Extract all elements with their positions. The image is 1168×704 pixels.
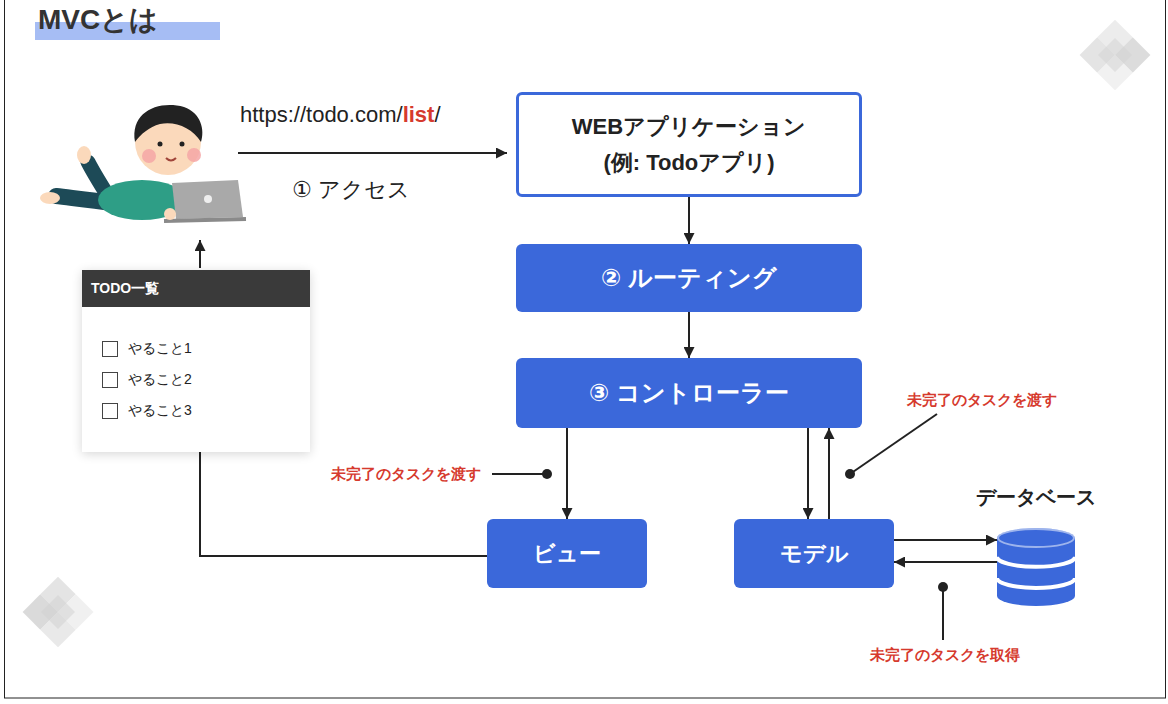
step-label: ① アクセス [292,175,410,205]
display-arrow [199,240,201,268]
database-label: データベース [976,484,1096,511]
leader-line [492,469,552,479]
flow-arrow [688,197,690,244]
leader-line [938,582,948,640]
box-text: WEBアプリケーション(例: Todoアプリ) [572,109,806,181]
url-text: https://todo.com/list/ [240,100,441,130]
slide-frame [5,0,1166,698]
process-box: ③ コントローラー [516,358,862,428]
box-label: ② ルーティング [601,263,777,293]
process-box: モデル [734,519,894,588]
checkbox [102,403,118,419]
todo-list-panel: TODO一覧やること1 やること2 やること3 [82,270,310,452]
box-label: (例: Todoアプリ) [572,145,806,181]
flow-arrow [807,428,809,519]
todo-item: やること2 [102,364,310,395]
process-box: WEBアプリケーション(例: Todoアプリ) [516,92,862,197]
box-label: モデル [780,539,849,569]
todo-item: やること1 [102,333,310,364]
callout-note: 未完了のタスクを渡す [905,390,1059,410]
flow-arrow [828,428,830,519]
list-heading: TODO一覧 [82,270,310,307]
process-box: ビュー [487,519,647,588]
callout-note: 未完了のタスクを取得 [868,645,1022,665]
decor-tiles [1080,20,1151,91]
box-label: WEBアプリケーション [572,109,806,145]
box-text: ② ルーティング [601,263,777,293]
todo-text: やること1 [128,340,192,358]
box-label: ビュー [533,539,601,569]
flow-arrow [200,452,487,556]
box-text: ビュー [533,539,601,569]
checkbox [102,372,118,388]
process-box: ② ルーティング [516,244,862,312]
callout-note: 未完了のタスクを渡す [329,464,483,484]
url-part: / [434,100,440,130]
flow-arrow [566,428,568,519]
cylinder-shape [997,528,1075,606]
database-cylinder: データベース [997,528,1075,606]
url-part: https://todo.com/ [240,100,403,130]
todo-item: やること3 [102,395,310,426]
flow-arrow [688,312,690,358]
person-illustration [40,105,246,221]
list-body: やること1 やること2 やること3 [82,307,310,450]
access-arrow [238,152,507,154]
box-text: モデル [780,539,849,569]
flow-arrow [894,561,997,563]
todo-text: やること2 [128,371,192,389]
box-text: ③ コントローラー [589,378,789,408]
box-label: ③ コントローラー [589,378,789,408]
url-part: list [403,100,435,130]
flow-arrow [894,539,997,541]
slide-title: MVCとは [38,3,158,37]
decor-tiles [23,577,94,648]
checkbox [102,341,118,357]
todo-text: やること3 [128,402,192,420]
